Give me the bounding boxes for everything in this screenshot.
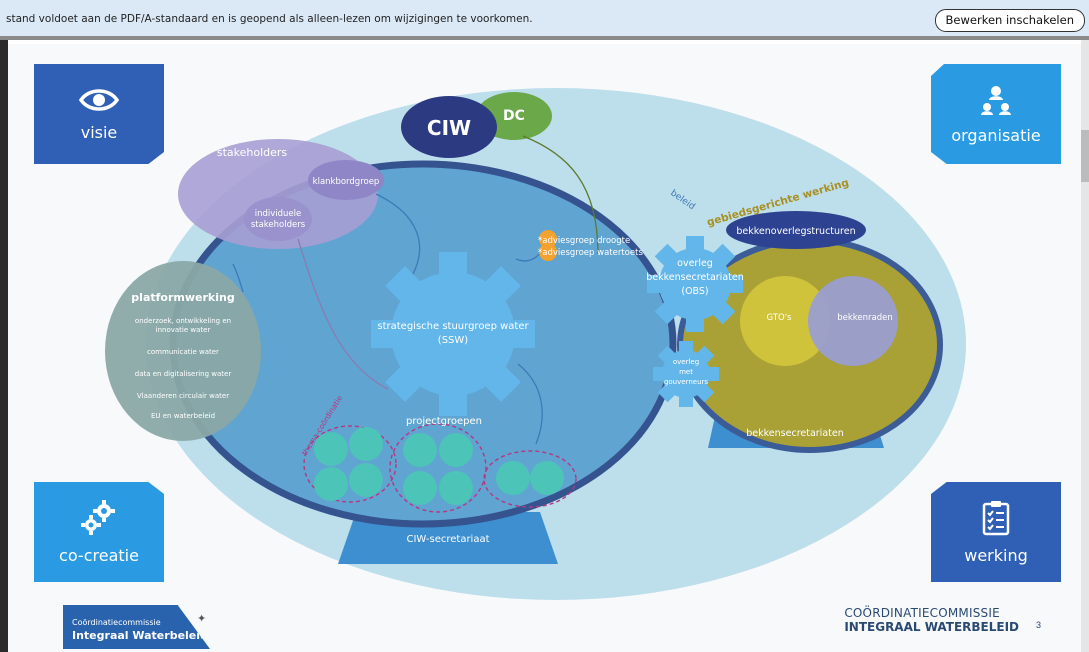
dc-label: DC xyxy=(503,108,525,124)
platform-item: innovatie water xyxy=(156,326,211,334)
visie-label: visie xyxy=(80,122,118,142)
organisatie-label: organisatie xyxy=(951,125,1041,145)
protected-view-bar: stand voldoet aan de PDF/A-standaard en … xyxy=(0,0,1089,40)
visie-tile[interactable]: visie xyxy=(34,64,164,164)
stakeholders-label: stakeholders xyxy=(217,146,288,159)
obs-label-2: bekkensecretariaten xyxy=(646,272,743,283)
individuele-bubble xyxy=(244,197,312,241)
werking-label: werking xyxy=(964,545,1028,565)
bekkenraden-circle xyxy=(808,276,898,366)
people-icon xyxy=(981,85,1011,115)
cocreatie-tile[interactable]: co-creatie xyxy=(34,482,164,582)
obs-label: overleg xyxy=(677,258,713,269)
bekkensecretariaten-label: bekkensecretariaten xyxy=(746,428,843,439)
adviesgroep-droogte-label: *adviesgroep droogte xyxy=(538,236,630,246)
obs-gear xyxy=(647,236,743,332)
projectgroepen-clusters xyxy=(303,423,577,513)
connector-line xyxy=(522,135,599,255)
connector-line xyxy=(517,363,543,445)
project-cluster xyxy=(483,450,577,508)
gouverneurs-label: overleg xyxy=(673,358,699,366)
gears-icon xyxy=(81,499,115,535)
enable-editing-button[interactable]: Bewerken inschakelen xyxy=(934,9,1085,32)
project-cluster xyxy=(303,425,397,503)
bekkenoverleg-header xyxy=(726,211,866,249)
slide: CIW DC beleid gebiedsgerichte werking st… xyxy=(8,44,1081,652)
governance-diagram: CIW DC beleid gebiedsgerichte werking st… xyxy=(105,88,966,600)
window-edge xyxy=(0,40,8,652)
adviesgroep-watertoets-label: *adviesgroep watertoets xyxy=(538,248,643,258)
eye-icon xyxy=(79,88,119,111)
platform-item: onderzoek, ontwikkeling en xyxy=(135,317,231,325)
footer-organisation-name: COÖRDINATIECOMMISSIE INTEGRAAL WATERBELE… xyxy=(844,606,1019,634)
gouverneurs-label-2: met xyxy=(679,368,693,376)
ciw-secretariaat-label: CIW-secretariaat xyxy=(406,534,489,545)
obs-label-3: (OBS) xyxy=(681,286,708,297)
scrollbar-thumb[interactable] xyxy=(1081,130,1089,182)
page-number: 3 xyxy=(1035,620,1041,630)
klankbordgroep-bubble xyxy=(308,160,384,200)
bekkenoverleg-label: bekkenoverlegstructuren xyxy=(736,226,855,237)
cocreatie-label: co-creatie xyxy=(59,545,139,565)
ciw-ellipse xyxy=(401,96,497,158)
gtos-circle xyxy=(740,276,830,366)
logo-line-1: Coördinatiecommissie xyxy=(72,618,161,627)
ciw-label: CIW xyxy=(427,116,471,140)
gouverneurs-label-3: gouverneurs xyxy=(664,378,708,386)
individuele-label-2: stakeholders xyxy=(251,220,306,230)
lion-icon: ✦ xyxy=(197,613,207,625)
platformwerking-label: platformwerking xyxy=(131,291,234,304)
organisatie-tile[interactable]: organisatie xyxy=(931,64,1061,164)
checklist-icon xyxy=(982,500,1010,535)
footer-name-line-1: COÖRDINATIECOMMISSIE xyxy=(844,606,1000,620)
vertical-scrollbar[interactable] xyxy=(1081,40,1089,652)
platform-item: communicatie water xyxy=(147,348,219,356)
adviesgroep-dot xyxy=(539,243,557,261)
bekkenraden-label: bekkenraden xyxy=(837,313,893,323)
project-cluster xyxy=(389,423,487,513)
ssw-label: strategische stuurgroep water xyxy=(377,321,529,332)
werking-tile[interactable]: werking xyxy=(931,482,1061,582)
platform-item: data en digitalisering water xyxy=(135,370,232,378)
platformwerking-bubble xyxy=(105,261,261,441)
gouverneurs-gear xyxy=(653,341,719,407)
platform-item: Vlaanderen circulair water xyxy=(137,392,229,400)
klankbordgroep-label: klankbordgroep xyxy=(313,177,380,187)
connector-line xyxy=(232,263,244,293)
footer-name-line-2: INTEGRAAL WATERBELEID xyxy=(844,620,1019,634)
ssw-label-2: (SSW) xyxy=(438,335,468,346)
adviesgroep-dot xyxy=(539,230,557,248)
protected-view-message: stand voldoet aan de PDF/A-standaard en … xyxy=(6,13,533,25)
connector-line xyxy=(297,238,389,390)
ssw-gear xyxy=(371,252,535,416)
connector-line xyxy=(375,193,421,275)
logo-line-2: Integraal Waterbeleid xyxy=(72,629,208,642)
individuele-label: individuele xyxy=(255,209,302,219)
platform-item: EU en waterbeleid xyxy=(151,412,215,420)
gtos-label: GTO's xyxy=(767,313,793,323)
projectgroepen-label: projectgroepen xyxy=(406,416,482,427)
